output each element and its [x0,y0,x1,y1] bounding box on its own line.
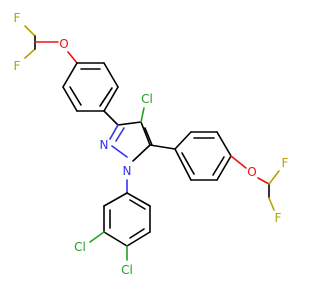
bonds [24,25,280,261]
bond-f-c [24,25,36,37]
atom-cl-phenyl-3: Cl [74,240,86,254]
bond-c-f [268,170,280,185]
atom-f-top-2: F [14,59,21,73]
bond-c-cl [89,231,105,243]
bond-aromatic-inner [99,87,113,107]
bond-o-c [67,51,78,64]
bond-pyrazole [132,144,151,162]
atom-f-right-1: F [282,156,289,170]
bond-c-cl [140,107,145,123]
molecule-structure: F F O Cl O F F N N Cl Cl [14,11,289,277]
bond-pyrazole [117,121,142,126]
bond-c-c [149,144,176,150]
atom-f-right-2: F [275,211,282,225]
bond-aromatic [174,131,192,150]
atom-n-1: N [123,164,132,178]
bond-aromatic [103,62,119,88]
bond-aromatic [103,86,119,112]
bond-c-f [268,197,275,211]
atom-f-top-1: F [14,11,21,25]
bond-pyrazole [140,121,151,146]
bond-c-o [230,155,247,169]
bond-aromatic [216,155,232,181]
bond-aromatic [103,231,128,247]
bond-f-c [24,48,36,59]
bond-aromatic [103,192,128,207]
bond-o-c [257,177,270,185]
bond-aromatic-inner [181,152,195,175]
bond-aromatic-inner [69,86,82,106]
bond-n-n [111,145,128,158]
bond-aromatic-inner [212,156,225,176]
bond-aromatic [126,192,151,207]
atom-cl-pyrazole: Cl [141,92,153,106]
bond-aromatic-inner [129,199,146,210]
atom-n-2: N [100,138,109,152]
bond-c-c [103,110,119,126]
atom-cl-phenyl-4: Cl [121,263,133,277]
bond-aromatic [216,131,232,157]
bond-aromatic [62,62,78,88]
bond-aromatic [126,231,151,247]
bond-aromatic [174,148,192,181]
bond-c-n [109,124,119,140]
bond-c-n-inner [115,127,125,142]
atom-o-top: O [59,37,68,51]
bond-aromatic-inner [129,228,145,239]
atom-labels: F F O Cl O F F N N Cl Cl [14,11,289,277]
bond-aromatic [62,86,78,112]
atom-o-right: O [247,165,256,179]
bond-pyrazole-inner [144,127,153,146]
